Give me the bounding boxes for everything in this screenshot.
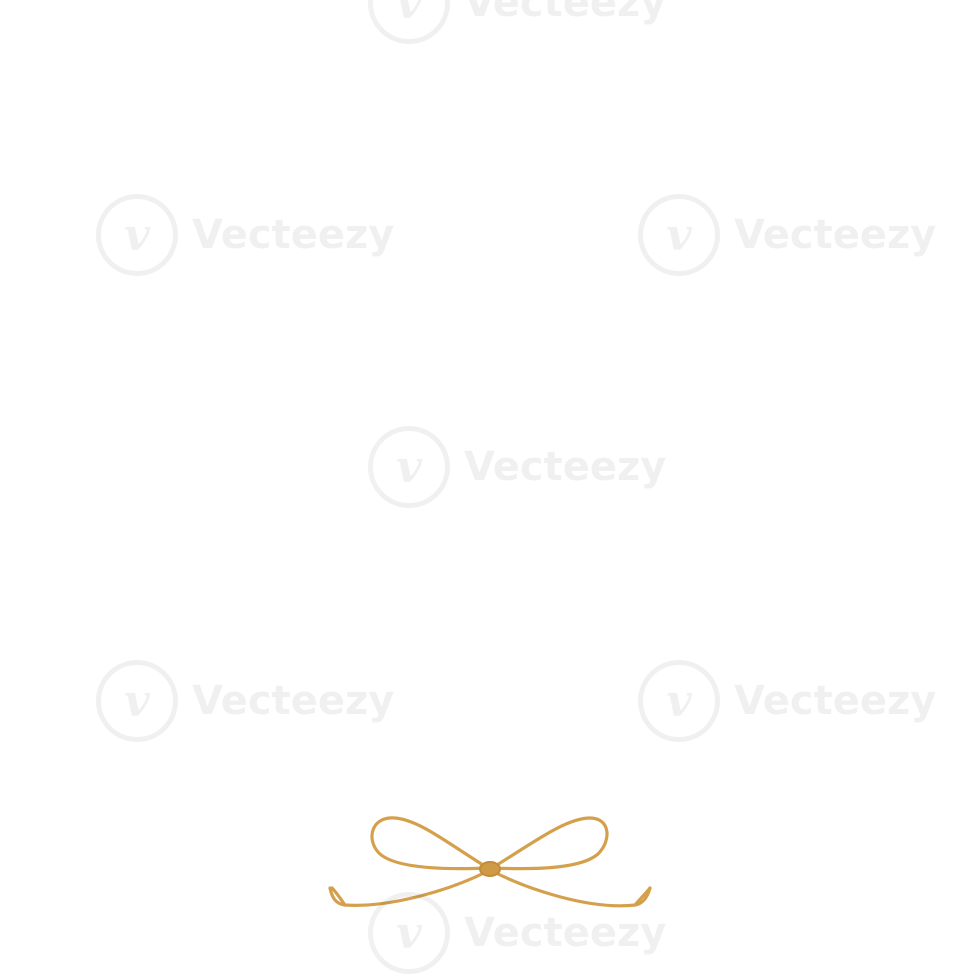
bow-left-loop: [370, 816, 490, 871]
bow-left-tail: [328, 870, 488, 907]
bow-right-tail: [492, 870, 652, 908]
ribbon-bow-icon: [328, 816, 652, 908]
bow-right-loop: [490, 816, 609, 871]
bow-knot: [479, 861, 501, 877]
frame-border: [63, 69, 916, 878]
